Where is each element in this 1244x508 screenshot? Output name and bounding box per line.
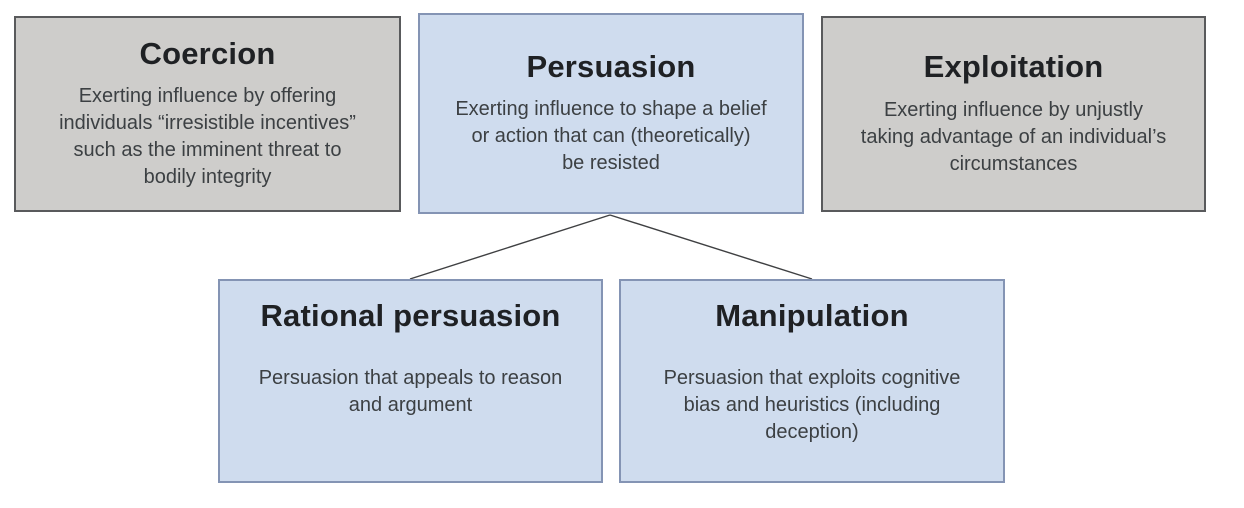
node-rational-persuasion: Rational persuasion Persuasion that appe… bbox=[218, 279, 603, 483]
node-title: Coercion bbox=[139, 35, 276, 71]
node-description: Persuasion that exploits cognitive bias … bbox=[663, 367, 961, 444]
node-description: Exerting influence by offering individua… bbox=[59, 85, 356, 189]
node-coercion: Coercion Exerting influence by offering … bbox=[14, 16, 401, 212]
edge-persuasion-to-rational-persuasion bbox=[409, 214, 611, 280]
node-description: Exerting influence by unjustly taking ad… bbox=[860, 98, 1167, 175]
node-manipulation: Manipulation Persuasion that exploits co… bbox=[619, 279, 1005, 483]
node-exploitation: Exploitation Exerting influence by unjus… bbox=[821, 16, 1206, 212]
node-description: Exerting influence to shape a belief or … bbox=[455, 98, 767, 175]
node-title: Exploitation bbox=[923, 49, 1104, 85]
node-title: Manipulation bbox=[715, 298, 909, 333]
node-persuasion: Persuasion Exerting influence to shape a… bbox=[418, 13, 804, 214]
node-title: Persuasion bbox=[526, 48, 696, 84]
node-description: Persuasion that appeals to reason and ar… bbox=[258, 367, 563, 417]
node-title: Rational persuasion bbox=[260, 298, 561, 333]
edge-persuasion-to-manipulation bbox=[609, 214, 813, 280]
